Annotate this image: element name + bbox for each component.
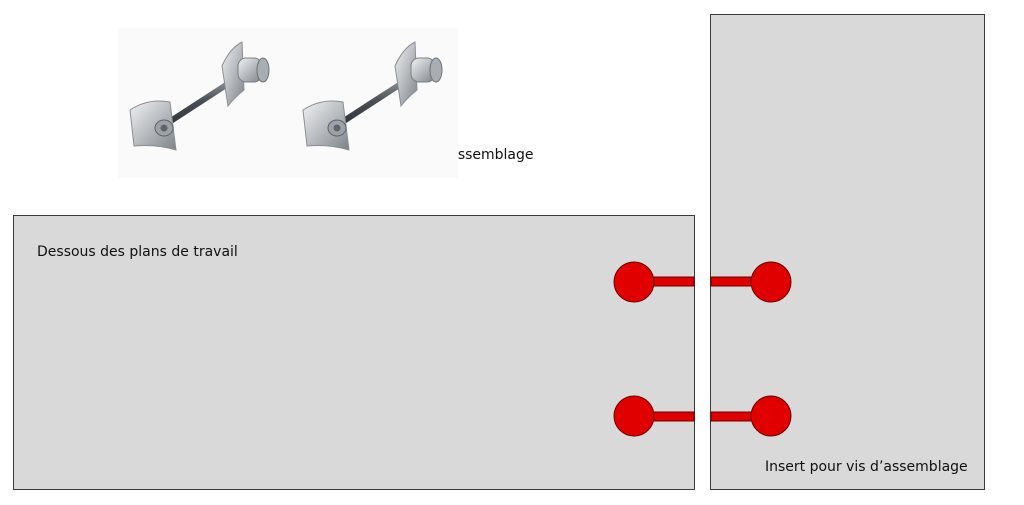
worktop-label: Dessous des plans de travail [37,244,238,260]
screw-item-2 [302,41,443,151]
connector-screw-photo [118,28,458,178]
screw-item-1 [129,41,270,151]
worktop-underside-panel [13,215,695,490]
insert-label: Insert pour vis d’assemblage [765,459,968,475]
insert-panel [710,14,985,490]
